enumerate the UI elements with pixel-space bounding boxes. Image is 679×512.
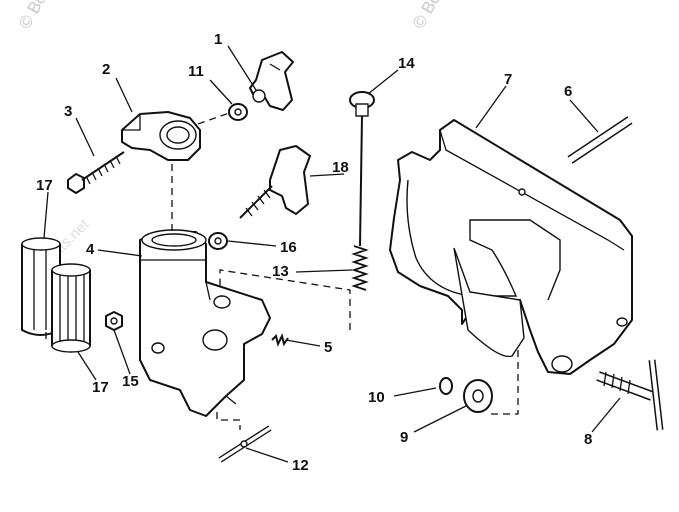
part-5-spring xyxy=(271,333,289,347)
part-14-pull-knob xyxy=(349,91,375,117)
callout-14: 14 xyxy=(398,55,415,72)
callout-16: 16 xyxy=(280,239,297,256)
part-10-washer xyxy=(439,377,453,395)
part-17-grommet-right xyxy=(51,263,91,353)
part-14-rod xyxy=(359,115,363,247)
callout-3: 3 xyxy=(64,103,72,120)
callout-7: 7 xyxy=(504,71,512,88)
callout-11: 11 xyxy=(188,63,204,80)
callout-10: 10 xyxy=(368,389,385,406)
part-4-swivel-bracket xyxy=(139,229,271,417)
callout-17-top: 17 xyxy=(36,177,53,194)
part-13-spring xyxy=(351,245,369,291)
callout-17-bottom: 17 xyxy=(92,379,109,396)
part-7-stern-bracket xyxy=(389,119,633,375)
part-8-tilt-lever xyxy=(596,359,664,431)
callout-18: 18 xyxy=(332,159,349,176)
part-3-screw xyxy=(67,151,125,194)
part-11-washer xyxy=(228,103,248,121)
callout-12: 12 xyxy=(292,457,309,474)
callout-9: 9 xyxy=(400,429,408,446)
part-6-rod xyxy=(567,116,633,164)
callout-1: 1 xyxy=(214,31,222,48)
part-9-nut xyxy=(463,379,493,413)
part-12-pin xyxy=(218,425,272,463)
callout-2: 2 xyxy=(102,61,110,78)
callout-numbers: 1 2 3 4 5 6 7 8 9 10 11 12 13 14 15 16 1… xyxy=(36,31,592,474)
part-1-knob xyxy=(249,51,294,111)
callout-5: 5 xyxy=(324,339,332,356)
part-15-nut xyxy=(105,311,123,331)
callout-8: 8 xyxy=(584,431,592,448)
alignment-dashes xyxy=(45,111,519,430)
leader-lines xyxy=(43,45,621,463)
callout-4: 4 xyxy=(86,241,95,258)
part-2-clamp-bracket xyxy=(121,111,201,161)
watermark-top-right: © Boats.net xyxy=(409,0,470,32)
part-17-grommet-left xyxy=(21,237,61,336)
part-16-washer xyxy=(208,232,228,250)
watermark-top-left: © Boats.net xyxy=(15,0,76,32)
callout-15: 15 xyxy=(122,373,139,390)
callout-13: 13 xyxy=(272,263,289,280)
callout-6: 6 xyxy=(564,83,572,100)
part-18-knob-screw xyxy=(239,145,311,219)
